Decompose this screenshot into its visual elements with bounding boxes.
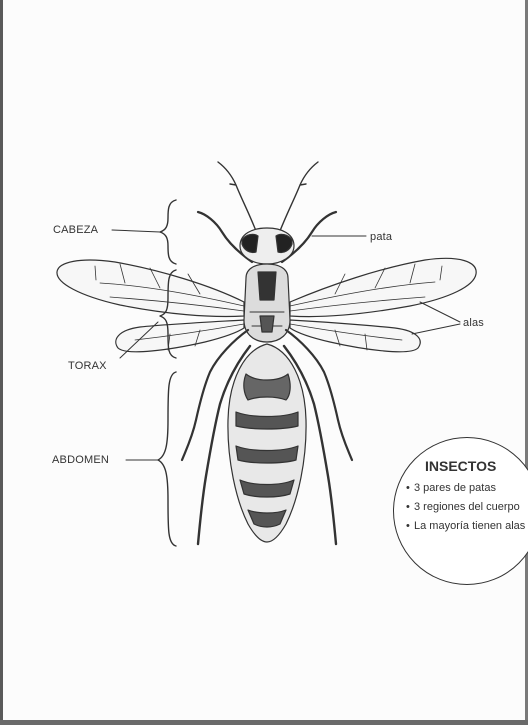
bracket-cabeza (160, 200, 176, 264)
info-title: INSECTOS (425, 458, 496, 474)
abdomen-band-5 (248, 510, 286, 527)
info-item: 3 regiones del cuerpo (406, 500, 526, 514)
label-abdomen: ABDOMEN (52, 454, 109, 466)
thorax-detail (260, 316, 274, 332)
label-alas: alas (463, 317, 484, 329)
label-torax: TORAX (68, 360, 107, 372)
bracket-abdomen (158, 372, 176, 546)
right-forewing (290, 258, 476, 316)
leader-alas-upper (420, 302, 460, 322)
right-hindwing (290, 320, 420, 352)
info-list: 3 pares de patas 3 regiones del cuerpo L… (406, 481, 526, 538)
right-antenna (278, 162, 318, 236)
abdomen (228, 344, 306, 542)
left-antenna (218, 162, 258, 236)
info-item: 3 pares de patas (406, 481, 526, 495)
leader-alas-lower (412, 324, 460, 334)
thorax-mark (258, 272, 276, 300)
label-pata: pata (370, 231, 392, 243)
left-hindwing (116, 320, 244, 352)
label-cabeza: CABEZA (53, 224, 98, 236)
leader-cabeza (112, 230, 160, 232)
info-item: La mayoría tienen alas (406, 519, 526, 533)
